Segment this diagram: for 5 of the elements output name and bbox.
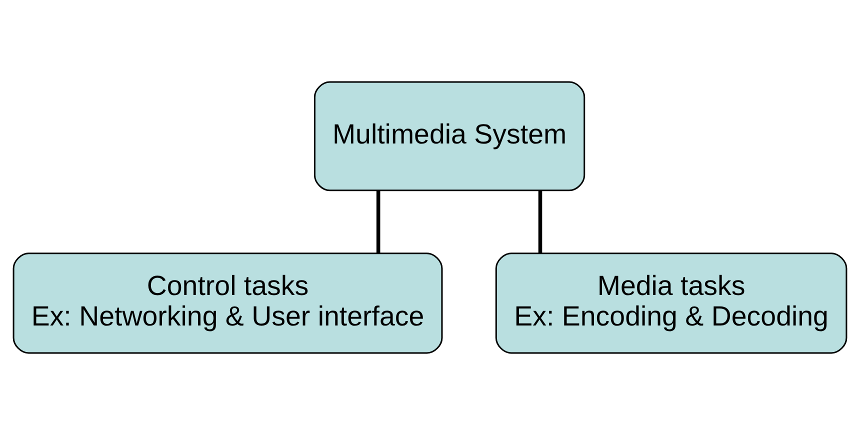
connector <box>376 190 380 254</box>
node-box: Media tasks Ex: Encoding & Decoding <box>495 252 848 354</box>
connector <box>538 190 542 254</box>
node-box: Control tasks Ex: Networking & User interface <box>12 252 443 354</box>
node-box: Multimedia System <box>314 81 586 192</box>
